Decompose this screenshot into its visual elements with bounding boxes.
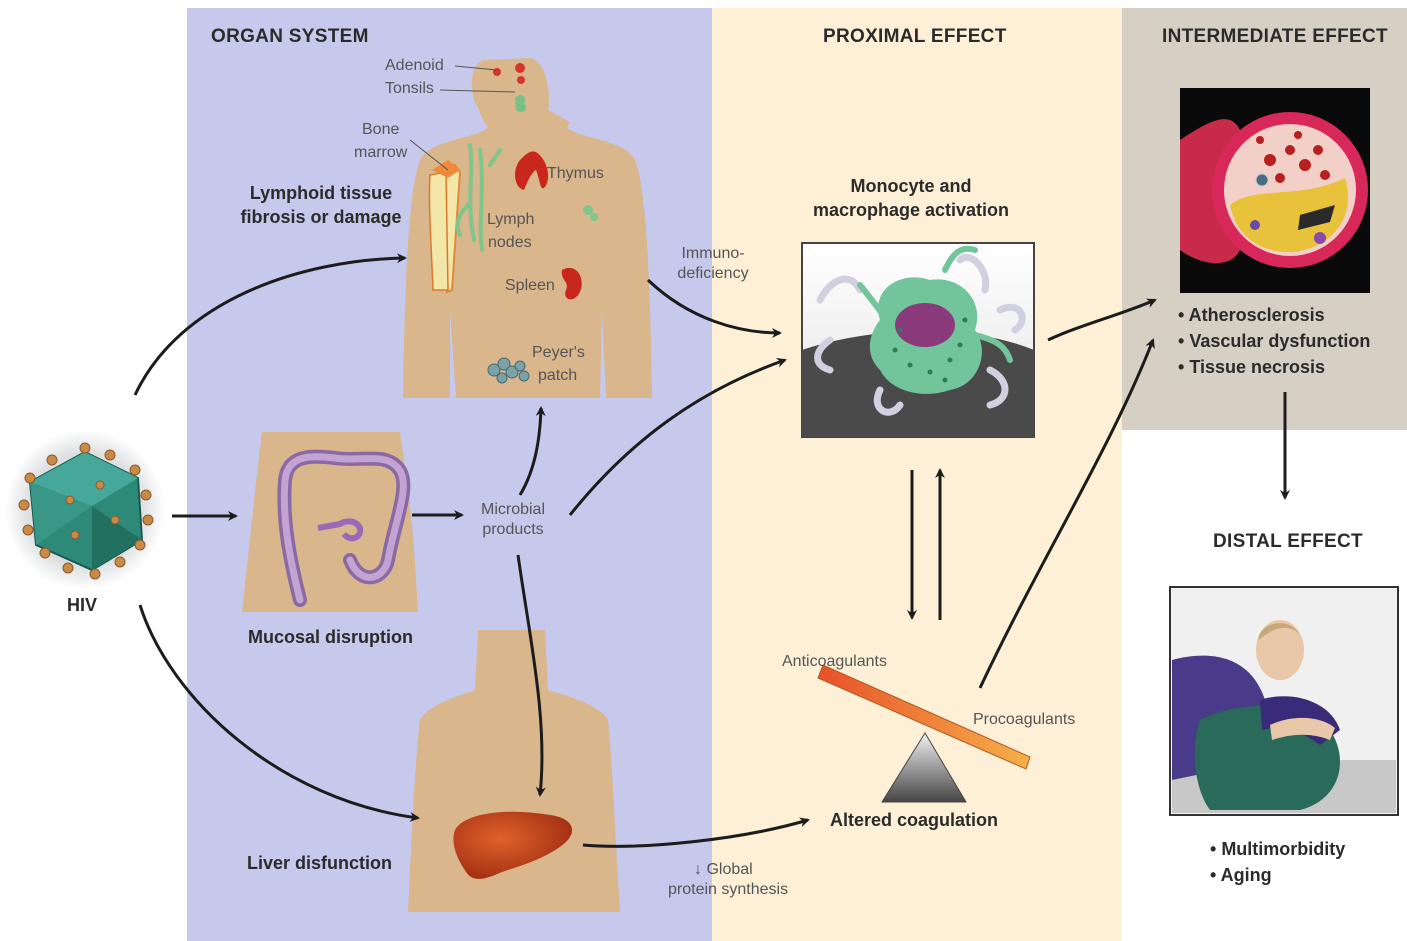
effect-aging: Aging	[1210, 862, 1345, 888]
thymus-label: Thymus	[547, 164, 604, 184]
liver-disfunction-label: Liver disfunction	[247, 851, 392, 875]
header-intermediate-effect: INTERMEDIATE EFFECT	[1162, 27, 1388, 47]
patch-label: patch	[538, 366, 577, 386]
peyers-label: Peyer's	[532, 343, 585, 363]
global-word: Global	[706, 861, 752, 878]
hiv-label: HIV	[67, 593, 97, 617]
arrow-monocyte-to-intermediate	[1048, 300, 1155, 340]
global-protein-label: ↓ Global protein synthesis	[668, 860, 818, 900]
arrow-immuno-to-monocyte	[648, 280, 780, 333]
adenoid-label: Adenoid	[385, 56, 444, 76]
effect-atherosclerosis: Atherosclerosis	[1178, 302, 1370, 328]
spleen-label: Spleen	[505, 276, 555, 296]
header-distal-effect: DISTAL EFFECT	[1213, 532, 1363, 552]
arrow-liver-to-coagulation	[583, 820, 808, 846]
hiv-virus-illustration	[5, 430, 165, 590]
effect-vascular-dysfunction: Vascular dysfunction	[1178, 328, 1370, 354]
header-proximal-effect: PROXIMAL EFFECT	[823, 27, 1007, 47]
down-arrow-icon: ↓	[694, 861, 702, 878]
lymphoid-line2: fibrosis or damage	[225, 205, 417, 229]
marrow-label: marrow	[354, 143, 407, 163]
global-line1: ↓ Global	[668, 860, 818, 880]
distal-effects-list: Multimorbidity Aging	[1210, 836, 1345, 888]
aging-person-illustration	[1170, 587, 1398, 815]
abdomen-figure	[242, 432, 418, 612]
monocyte-activation-label: Monocyte and macrophage activation	[800, 174, 1022, 222]
lymphoid-damage-label: Lymphoid tissue fibrosis or damage	[225, 181, 417, 229]
torso-figure	[408, 630, 620, 912]
microbial-products-label: Microbial products	[468, 500, 558, 540]
arrow-hiv-to-lymphoid	[135, 258, 405, 395]
artery-illustration	[1180, 88, 1370, 293]
immunodeficiency-label: Immuno- deficiency	[668, 244, 758, 284]
monocyte-line2: macrophage activation	[800, 198, 1022, 222]
nodes-label: nodes	[488, 233, 532, 253]
procoagulants-label: Procoagulants	[973, 710, 1075, 730]
immuno-line1: Immuno-	[668, 244, 758, 264]
coagulation-scale	[818, 665, 1030, 802]
lymph-label: Lymph	[487, 210, 534, 230]
arrow-microbial-to-monocyte	[570, 360, 785, 515]
bone-label: Bone	[362, 120, 399, 140]
effect-tissue-necrosis: Tissue necrosis	[1178, 354, 1370, 380]
effect-multimorbidity: Multimorbidity	[1210, 836, 1345, 862]
anticoagulants-label: Anticoagulants	[782, 652, 887, 672]
global-line2: protein synthesis	[668, 880, 818, 900]
altered-coagulation-label: Altered coagulation	[830, 808, 998, 832]
microbial-line2: products	[468, 520, 558, 540]
immuno-line2: deficiency	[668, 264, 758, 284]
intermediate-effects-list: Atherosclerosis Vascular dysfunction Tis…	[1178, 302, 1370, 380]
tonsils-label: Tonsils	[385, 79, 434, 99]
header-organ-system: ORGAN SYSTEM	[211, 27, 369, 47]
mucosal-disruption-label: Mucosal disruption	[248, 625, 413, 649]
lymphoid-line1: Lymphoid tissue	[225, 181, 417, 205]
monocyte-illustration	[802, 243, 1034, 437]
microbial-line1: Microbial	[468, 500, 558, 520]
monocyte-line1: Monocyte and	[800, 174, 1022, 198]
arrow-microbial-to-lymphoid	[520, 408, 541, 495]
